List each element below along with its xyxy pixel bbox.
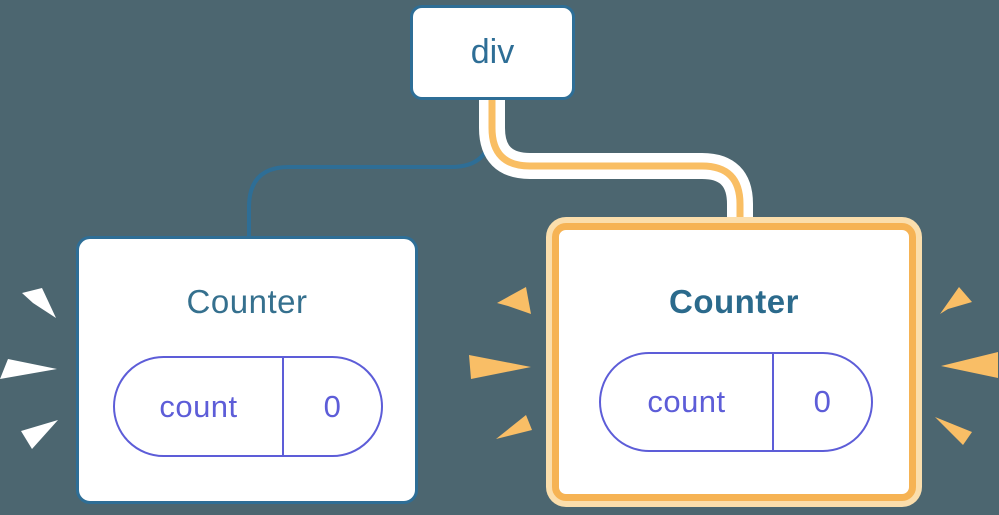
burst-icon [941,352,998,378]
root-node-label: div [470,33,515,71]
burst-icon [940,287,972,314]
burst-marks-highlight-right [935,287,998,445]
root-node-div: div [410,5,575,100]
edge-div-to-counter-highlighted [488,98,744,226]
state-key: count [601,354,774,450]
burst-icon [469,355,531,379]
burst-icon [21,420,58,449]
counter-title: Counter [669,283,799,320]
state-value: 0 [813,384,832,419]
burst-icon [497,287,531,314]
state-value: 0 [323,388,342,424]
state-pill: count 0 [599,352,873,452]
counter-title: Counter [186,283,308,320]
burst-icon [935,417,972,445]
burst-marks-left-card [0,288,58,449]
burst-icon [0,359,57,379]
state-pill: count 0 [113,356,383,457]
edge-highlight-casing [479,98,753,226]
burst-marks-highlight-left [469,287,532,439]
burst-icon [22,288,56,318]
state-key: count [115,358,284,455]
edge-div-to-counter-left [247,98,493,242]
counter-node-left: Counter count 0 [76,236,418,504]
burst-icon [496,415,532,439]
counter-node-highlighted: Counter count 0 [546,217,922,507]
